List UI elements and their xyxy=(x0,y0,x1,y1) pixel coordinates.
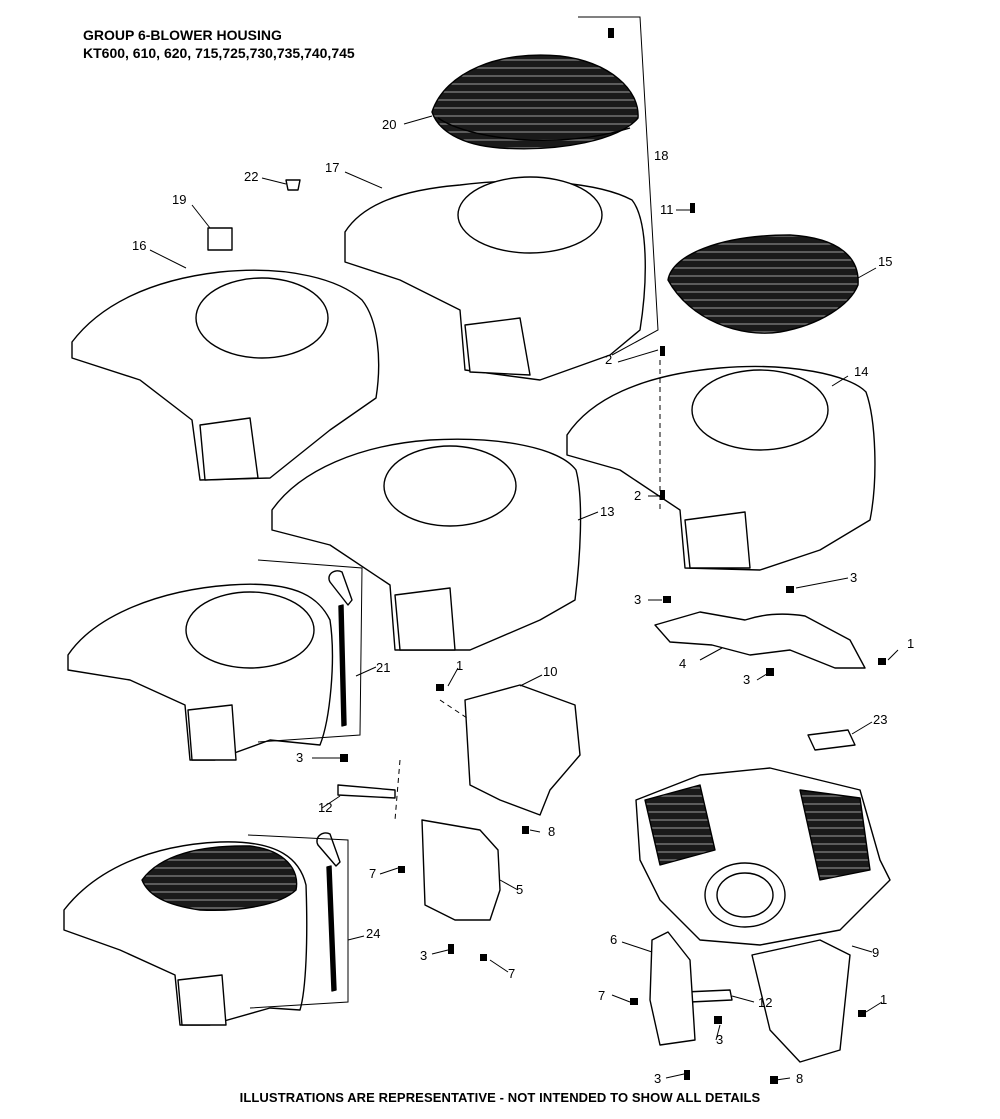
callout-7-c: 7 xyxy=(598,988,605,1003)
plate-part-23 xyxy=(807,729,856,751)
callout-23: 23 xyxy=(873,712,887,727)
callout-24: 24 xyxy=(366,926,380,941)
callout-3-a: 3 xyxy=(850,570,857,585)
callout-2-lower: 2 xyxy=(634,488,641,503)
callout-16: 16 xyxy=(132,238,146,253)
bracket-part-12-left xyxy=(337,784,396,799)
clip-part-19 xyxy=(207,227,233,251)
callout-6: 6 xyxy=(610,932,617,947)
callout-3-d: 3 xyxy=(296,750,303,765)
push-pin-part-22 xyxy=(285,179,301,191)
blower-housing-part-16 xyxy=(71,269,380,481)
disclaimer-footer: ILLUSTRATIONS ARE REPRESENTATIVE - NOT I… xyxy=(239,1090,761,1105)
baffle-part-5 xyxy=(421,819,501,921)
diagram-title: GROUP 6-BLOWER HOUSING xyxy=(83,27,282,43)
callout-22: 22 xyxy=(244,169,258,184)
baffle-part-10 xyxy=(464,684,581,816)
callout-1-b: 1 xyxy=(456,658,463,673)
baffle-part-6 xyxy=(649,931,696,1046)
callout-4: 4 xyxy=(679,656,686,671)
baffle-part-9 xyxy=(751,939,851,1063)
fastener-screws xyxy=(340,28,886,1084)
blower-housing-part-17 xyxy=(344,176,646,381)
housing-assembly-part-24 xyxy=(63,832,341,1026)
leader-dashed-3 xyxy=(394,759,401,821)
group-bracket-part-18 xyxy=(578,16,659,356)
callout-8-lower: 8 xyxy=(796,1071,803,1086)
callout-10: 10 xyxy=(543,664,557,679)
callout-3-c: 3 xyxy=(743,672,750,687)
callout-2-upper: 2 xyxy=(605,352,612,367)
leader-dashed-1 xyxy=(439,699,471,721)
callout-11: 11 xyxy=(660,202,674,217)
callout-19: 19 xyxy=(172,192,186,207)
callout-3-e: 3 xyxy=(420,948,427,963)
callout-17: 17 xyxy=(325,160,339,175)
blower-grille-part-20 xyxy=(431,54,639,150)
callout-3-b: 3 xyxy=(634,592,641,607)
callout-7-a: 7 xyxy=(369,866,376,881)
group-bracket-part-24 xyxy=(247,834,349,1009)
callout-3-g: 3 xyxy=(654,1071,661,1086)
blower-housing-part-13 xyxy=(271,438,582,651)
callout-12-right: 12 xyxy=(758,995,772,1010)
group-bracket-part-21 xyxy=(257,559,363,743)
callout-1-c: 1 xyxy=(880,992,887,1007)
cylinder-block xyxy=(635,767,891,946)
callout-9: 9 xyxy=(872,945,879,960)
callout-20: 20 xyxy=(382,117,396,132)
baffle-part-4 xyxy=(654,611,866,669)
blower-grille-part-15 xyxy=(667,234,859,334)
blower-housing-part-14 xyxy=(566,365,876,571)
model-list: KT600, 610, 620, 715,725,730,735,740,745 xyxy=(83,45,355,61)
callout-3-f: 3 xyxy=(716,1032,723,1047)
callout-18: 18 xyxy=(654,148,668,163)
callout-5: 5 xyxy=(516,882,523,897)
callout-leaders xyxy=(149,115,899,1081)
callout-15: 15 xyxy=(878,254,892,269)
callout-14: 14 xyxy=(854,364,868,379)
callout-13: 13 xyxy=(600,504,614,519)
callout-8-upper: 8 xyxy=(548,824,555,839)
housing-assembly-part-21 xyxy=(67,570,353,761)
callout-12-left: 12 xyxy=(318,800,332,815)
callout-1-a: 1 xyxy=(907,636,914,651)
callout-21: 21 xyxy=(376,660,390,675)
callout-7-b: 7 xyxy=(508,966,515,981)
